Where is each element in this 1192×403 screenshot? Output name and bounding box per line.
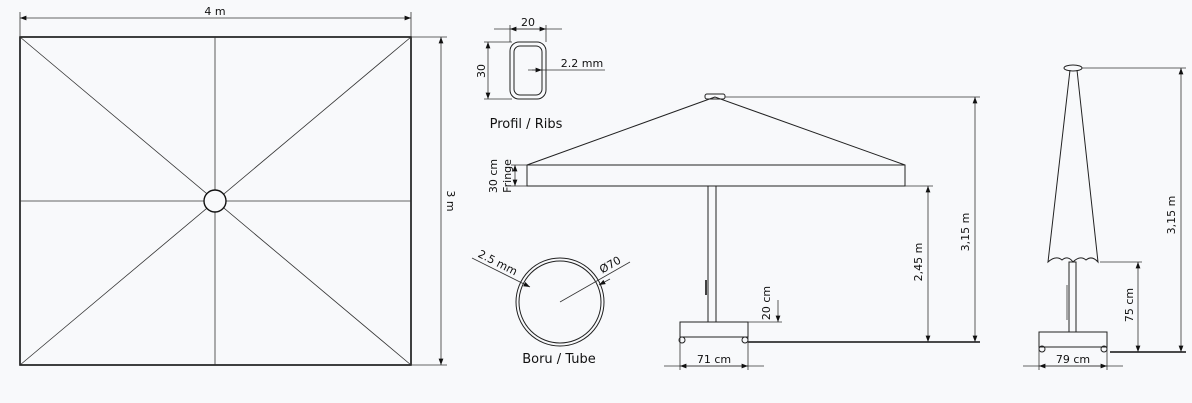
canopy-clearance-dimension: 75 cm <box>1123 288 1136 322</box>
depth-dimension: 3 m <box>444 190 457 211</box>
fringe-height: 30 cm <box>487 159 500 193</box>
hub <box>203 189 227 213</box>
width-dimension: 4 m <box>204 5 225 18</box>
profile-height: 30 <box>475 64 488 78</box>
profile-caption: Profil / Ribs <box>490 117 563 132</box>
total-height-dimension: 3,15 m <box>959 213 972 252</box>
closed-base-width-dimension: 79 cm <box>1056 353 1090 366</box>
closed-total-height-dimension: 3,15 m <box>1165 196 1178 235</box>
base-height-dimension: 20 cm <box>760 286 773 320</box>
profile-width: 20 <box>521 16 535 29</box>
clearance-dimension: 2,45 m <box>912 243 925 282</box>
open-side-view: 30 cm Fringe 2,45 m 3,15 m 20 cm 71 cm <box>487 93 980 370</box>
tube-caption: Boru / Tube <box>522 352 596 367</box>
closed-side-view: 75 cm 3,15 m 79 cm <box>1023 64 1186 370</box>
base-width-dimension: 71 cm <box>697 353 731 366</box>
profile-detail: 20 30 2.2 mm Profil / Ribs <box>475 16 605 132</box>
profile-thickness: 2.2 mm <box>561 57 603 70</box>
tube-detail: 2.5 mm Ø70 Boru / Tube <box>471 247 631 367</box>
fringe-label: Fringe <box>501 159 514 193</box>
top-view: 4 m 3 m <box>19 5 457 366</box>
